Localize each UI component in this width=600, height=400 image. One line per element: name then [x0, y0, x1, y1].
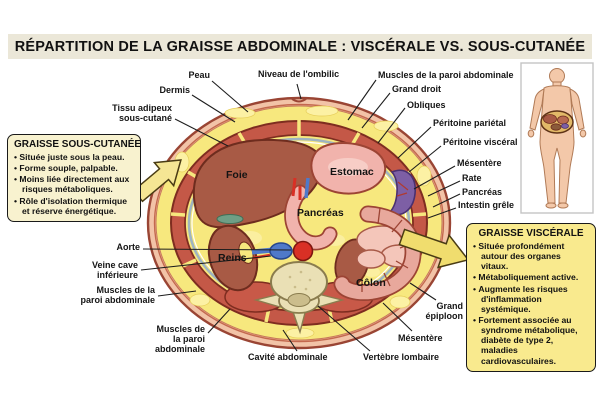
visceral-fat-box: GRAISSE VISCÉRALE Située profondément au…	[466, 223, 596, 372]
navel-notch	[290, 97, 308, 103]
stomach-highlight	[328, 158, 368, 176]
list-item: Rôle d'isolation thermique et réserve én…	[14, 196, 134, 216]
label-muscles-paroi-top: Muscles de la paroi abdominale	[378, 70, 514, 80]
label-veine-cave: Veine cave inférieure	[91, 260, 138, 281]
label-tissu-adipeux: Tissu adipeux sous-cutané	[112, 103, 172, 124]
label-mesentere-bottom: Mésentère	[398, 333, 443, 343]
vertebra-speckles	[288, 270, 312, 291]
visceral-fat-box-list: Située profondément autour des organes v…	[473, 241, 589, 366]
label-mesentere-right: Mésentère	[457, 158, 502, 168]
label-grand-droit: Grand droit	[392, 84, 441, 94]
label-muscles-paroi-bottom: Muscles de la paroi abdominale	[154, 324, 205, 355]
label-peritoine-visceral: Péritoine viscéral	[443, 137, 518, 147]
label-aorte: Aorte	[116, 242, 140, 252]
title-bar: RÉPARTITION DE LA GRAISSE ABDOMINALE : V…	[8, 34, 592, 59]
subcutaneous-fat-box: GRAISSE SOUS-CUTANÉE Située juste sous l…	[7, 134, 141, 222]
dermis-layer	[153, 103, 445, 343]
spleen-vessels	[396, 181, 409, 197]
subcutaneous-arrow	[132, 159, 182, 203]
list-item: Métaboliquement active.	[473, 272, 589, 282]
label-reins: Reins	[218, 252, 247, 264]
label-foie: Foie	[226, 169, 248, 181]
label-peau: Peau	[188, 70, 210, 80]
label-obliques: Obliques	[407, 100, 446, 110]
colon-shape	[335, 207, 420, 300]
label-colon: Côlon	[356, 277, 386, 289]
list-item: Située profondément autour des organes v…	[473, 241, 589, 271]
spleen-shape	[388, 169, 416, 216]
label-estomac: Estomac	[330, 166, 374, 178]
label-rate: Rate	[462, 173, 482, 183]
label-dermis: Dermis	[159, 85, 190, 95]
mesenteric-artery	[291, 177, 302, 200]
label-cavite-abdominale: Cavité abdominale	[248, 352, 328, 362]
list-item: Moins liée directement aux risques métab…	[14, 174, 134, 194]
label-peritoine-parietal: Péritoine pariétal	[433, 118, 507, 128]
page-title: RÉPARTITION DE LA GRAISSE ABDOMINALE : V…	[14, 38, 586, 55]
label-pancreas-right: Pancréas	[462, 187, 503, 197]
list-item: Située juste sous la peau.	[14, 152, 134, 162]
subcutaneous-fat-box-list: Située juste sous la peau. Forme souple,…	[14, 152, 134, 216]
body-figure-box	[520, 62, 594, 214]
label-intestin-grele: Intestin grêle	[458, 200, 515, 210]
leader-lines	[140, 79, 461, 352]
list-item: Forme souple, palpable.	[14, 163, 134, 173]
label-pancreas-center: Pancréas	[297, 207, 344, 219]
body-figure-abdomen-highlight	[540, 110, 574, 134]
list-item: Fortement associée au syndrome métaboliq…	[473, 315, 589, 366]
organs	[192, 138, 422, 335]
label-vertebre-lombaire: Vertèbre lombaire	[363, 352, 440, 362]
subcutaneous-fat-box-title: GRAISSE SOUS-CUTANÉE	[14, 139, 142, 150]
portal-vein	[304, 177, 310, 199]
aorta-shape	[292, 240, 314, 262]
vena-cava-shape	[269, 242, 293, 260]
visceral-arrow	[398, 228, 470, 269]
vertebra-shape	[253, 261, 345, 335]
list-item: Augmente les risques d'inflammation syst…	[473, 284, 589, 314]
label-muscles-paroi-left: Muscles de la paroi abdominale	[80, 285, 155, 306]
gallbladder-shape	[216, 214, 244, 224]
duodenum-shape	[285, 186, 336, 249]
label-niveau-ombilic: Niveau de l'ombilic	[258, 69, 340, 79]
label-grand-epiploon: Grand épiploon	[425, 301, 464, 322]
visceral-fat-box-title: GRAISSE VISCÉRALE	[478, 228, 584, 239]
